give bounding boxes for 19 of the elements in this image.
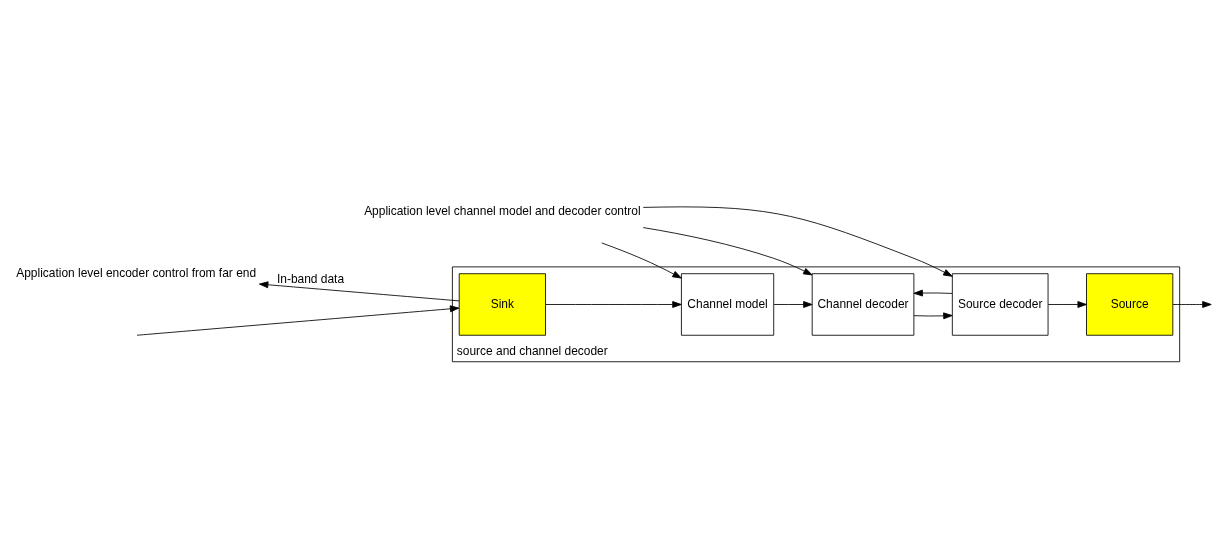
arrow [773, 300, 813, 308]
edge-label: In-band data [276, 271, 345, 286]
arrow [258, 280, 460, 301]
arrow [1047, 300, 1087, 308]
arrow [913, 311, 953, 319]
node-box: Channel decoder [811, 272, 915, 336]
node-box: Source [1086, 272, 1174, 336]
arrow [642, 226, 813, 275]
arrow [136, 304, 460, 336]
arrow [545, 300, 682, 308]
node-box: Channel model [681, 272, 775, 336]
arrow [642, 205, 953, 277]
node-box: Sink [458, 272, 546, 336]
node-box: Source decoder [951, 272, 1049, 336]
arrow [913, 289, 953, 296]
arrow [601, 242, 682, 279]
node-text: Application level encoder control from far end [16, 265, 257, 280]
arrow [1172, 300, 1212, 308]
node-text: Application level channel model and decoder control [364, 203, 641, 218]
